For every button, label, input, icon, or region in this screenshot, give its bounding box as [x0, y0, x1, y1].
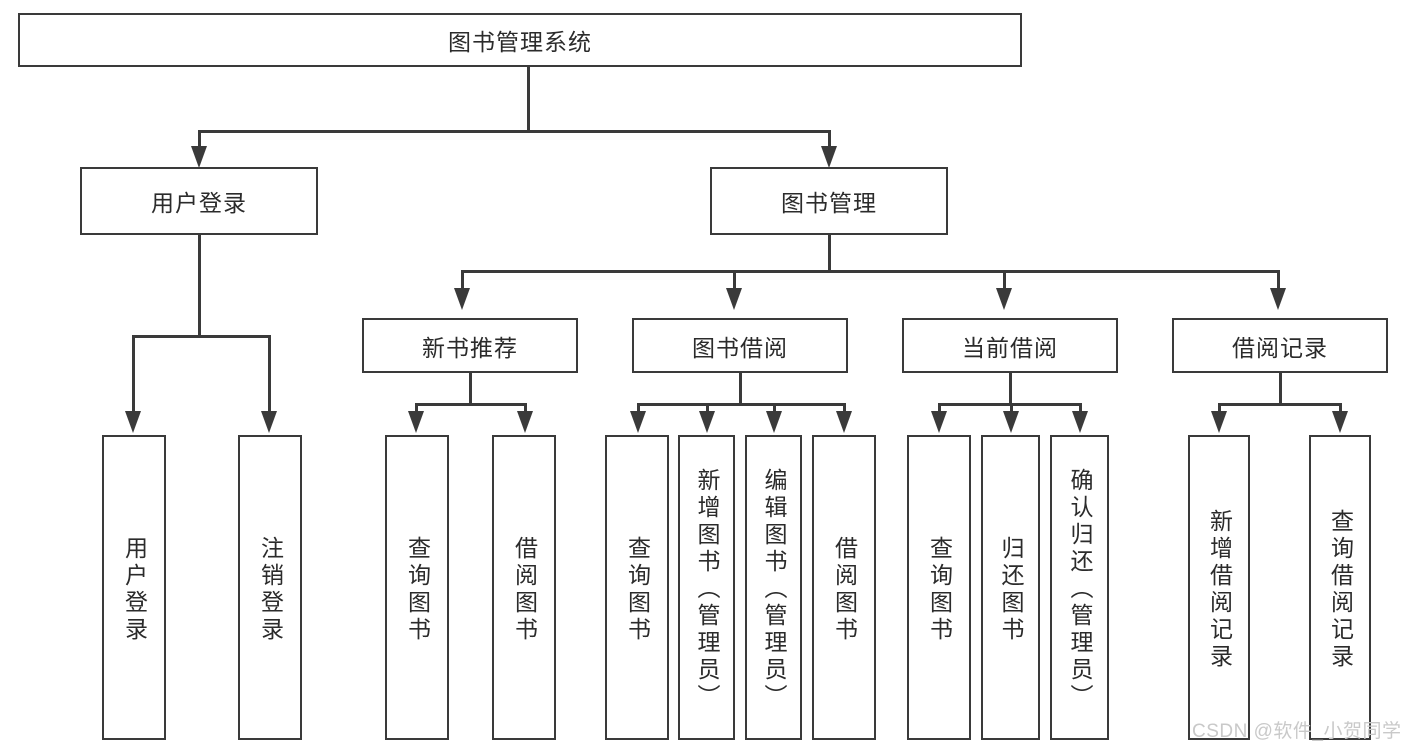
node-label: 图书管理系统 [448, 29, 592, 55]
arrow-to-new-book-recommend [454, 288, 470, 310]
edge-to-borrow-record [1277, 270, 1280, 294]
node-label: 当前借阅 [962, 334, 1058, 361]
edge-user-login-stem [198, 235, 201, 337]
edge-book-borrow-bar [637, 403, 845, 406]
node-label: 查询图书 [624, 535, 651, 644]
node-label: 查询图书 [926, 535, 953, 644]
leaf-br-query-record[interactable]: 查询借阅记录 [1309, 435, 1371, 740]
leaf-cb-confirm-return[interactable]: 确认归还（管理员） [1050, 435, 1109, 740]
arrow-leaf-query-book-1 [408, 411, 424, 433]
arrow-leaf-query-borrow-record [1332, 411, 1348, 433]
leaf-nbr-query-book[interactable]: 查询图书 [385, 435, 449, 740]
edge-root-stem [527, 67, 530, 132]
edge-br-left [1218, 403, 1221, 417]
leaf-nbr-borrow-book[interactable]: 借阅图书 [492, 435, 556, 740]
edge-borrow-record-stem [1279, 373, 1282, 405]
leaf-bb-borrow-book[interactable]: 借阅图书 [812, 435, 876, 740]
edge-user-login-left [132, 335, 135, 417]
edge-bb-4 [843, 403, 846, 417]
edge-bb-3 [773, 403, 776, 417]
edge-nbr-left [415, 403, 418, 417]
node-label: 图书借阅 [692, 334, 788, 361]
edge-to-book-management [828, 130, 831, 152]
edge-current-borrow-stem [1009, 373, 1012, 405]
node-label: 编辑图书（管理员） [761, 468, 787, 711]
arrow-leaf-add-book [699, 411, 715, 433]
arrow-leaf-borrow-book-2 [836, 411, 852, 433]
edge-new-book-recommend-bar [415, 403, 526, 406]
node-label: 借阅图书 [831, 535, 858, 644]
edge-user-login-right [268, 335, 271, 417]
node-book-borrow[interactable]: 图书借阅 [632, 318, 848, 373]
arrow-to-borrow-record [1270, 288, 1286, 310]
node-label: 新增借阅记录 [1206, 508, 1233, 671]
edge-nbr-right [524, 403, 527, 417]
node-borrow-record[interactable]: 借阅记录 [1172, 318, 1388, 373]
node-user-login[interactable]: 用户登录 [80, 167, 318, 235]
edge-borrow-record-bar [1218, 403, 1341, 406]
leaf-br-add-record[interactable]: 新增借阅记录 [1188, 435, 1250, 740]
watermark-text: CSDN @软件_小贺同学 [1192, 721, 1402, 742]
edge-cb-3 [1079, 403, 1082, 417]
arrow-leaf-return-book [1003, 411, 1019, 433]
edge-to-new-book-recommend [461, 270, 464, 294]
edge-book-borrow-stem [739, 373, 742, 405]
node-current-borrow[interactable]: 当前借阅 [902, 318, 1118, 373]
node-label: 图书管理 [781, 190, 877, 216]
edge-br-right [1339, 403, 1342, 417]
edge-user-login-bar [132, 335, 268, 338]
leaf-user-login[interactable]: 用户登录 [102, 435, 166, 740]
edge-cb-1 [938, 403, 941, 417]
node-label: 新书推荐 [422, 334, 518, 361]
node-label: 查询图书 [404, 535, 431, 644]
leaf-bb-edit-book[interactable]: 编辑图书（管理员） [745, 435, 802, 740]
node-label: 注销登录 [257, 535, 284, 644]
node-label: 归还图书 [998, 535, 1024, 644]
edge-current-borrow-bar [938, 403, 1081, 406]
leaf-logout[interactable]: 注销登录 [238, 435, 302, 740]
arrow-leaf-query-book-2 [630, 411, 646, 433]
arrow-leaf-logout [261, 411, 277, 433]
arrow-leaf-confirm-return [1072, 411, 1088, 433]
node-label: 查询借阅记录 [1327, 508, 1354, 671]
node-root-book-management-system[interactable]: 图书管理系统 [18, 13, 1022, 67]
node-label: 借阅图书 [511, 535, 538, 644]
edge-level3-bar [461, 270, 1280, 273]
node-label: 确认归还（管理员） [1067, 468, 1093, 711]
edge-to-user-login [198, 130, 201, 152]
leaf-bb-add-book[interactable]: 新增图书（管理员） [678, 435, 735, 740]
edge-cb-2 [1010, 403, 1013, 417]
edge-to-current-borrow [1003, 270, 1006, 294]
arrow-leaf-borrow-book-1 [517, 411, 533, 433]
node-label: 用户登录 [151, 190, 247, 216]
node-label: 借阅记录 [1232, 334, 1328, 361]
leaf-cb-query-book[interactable]: 查询图书 [907, 435, 971, 740]
edge-bb-1 [637, 403, 640, 417]
edge-book-management-stem [828, 235, 831, 272]
leaf-bb-query-book[interactable]: 查询图书 [605, 435, 669, 740]
arrow-leaf-add-borrow-record [1211, 411, 1227, 433]
arrow-to-book-management [821, 146, 837, 168]
arrow-leaf-query-book-3 [931, 411, 947, 433]
arrow-to-user-login [191, 146, 207, 168]
arrow-leaf-user-login [125, 411, 141, 433]
edge-new-book-recommend-stem [469, 373, 472, 405]
node-book-management[interactable]: 图书管理 [710, 167, 948, 235]
edge-to-book-borrow [733, 270, 736, 294]
node-label: 用户登录 [121, 535, 148, 644]
leaf-cb-return-book[interactable]: 归还图书 [981, 435, 1040, 740]
edge-bb-2 [706, 403, 709, 417]
arrow-to-book-borrow [726, 288, 742, 310]
node-label: 新增图书（管理员） [694, 468, 720, 711]
arrow-to-current-borrow [996, 288, 1012, 310]
node-new-book-recommend[interactable]: 新书推荐 [362, 318, 578, 373]
edge-level2-bar [198, 130, 831, 133]
arrow-leaf-edit-book [766, 411, 782, 433]
